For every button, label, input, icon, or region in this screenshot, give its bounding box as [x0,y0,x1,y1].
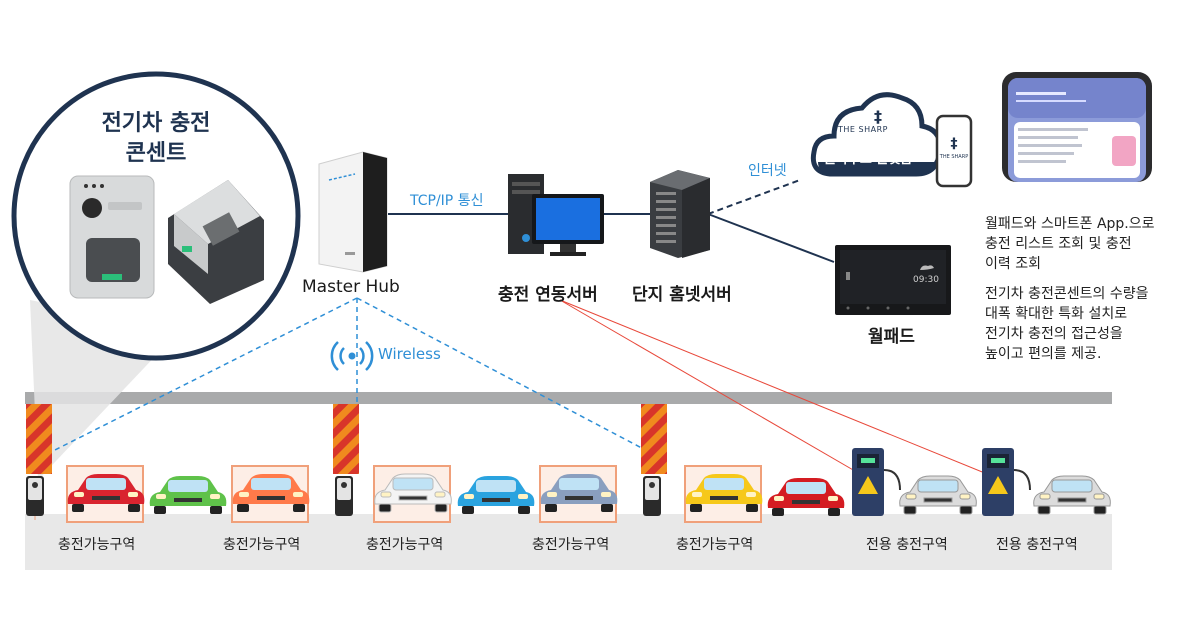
wireless-label: Wireless [378,345,441,363]
side-text-line: 이력 조회 [985,256,1041,272]
wireless-signal-icon [330,341,374,371]
side-text-line: 전기차 충전의 접근성을 [985,326,1123,342]
side-text-line: 대폭 확대한 특화 설치로 [985,306,1128,322]
car-red-sports [767,478,845,516]
zone-label-dedicated: 전용 충전구역 [866,537,948,553]
tcpip-label: TCP/IP 통신 [410,193,484,209]
link-server-label: 충전 연동서버 [498,285,598,305]
pillar-3 [641,404,667,474]
car-silver-2 [1033,475,1111,515]
zone-label: 충전가능구역 [532,537,610,553]
svg-text:THE SHARP: THE SHARP [939,154,968,160]
outlet-angled-icon [168,180,264,304]
callout-title-line1: 전기차 충전 [102,111,211,136]
cloud-label: 클라우드 플랫폼 [824,152,913,167]
wallpad-line [707,213,835,263]
pillar-1 [26,404,52,474]
charging-outlet-3 [643,476,661,516]
side-text-line: 월패드와 스마트폰 App.으로 [985,216,1155,232]
charging-outlet-1 [26,476,44,516]
callout-title-line2: 콘센트 [126,141,187,166]
side-text-app: 월패드와 스마트폰 App.으로 충전 리스트 조회 및 충전 이력 조회 [985,214,1155,274]
wallpad-label: 월패드 [868,327,915,347]
internet-line [707,179,801,215]
wallpad-time: 09:30 [913,275,939,285]
car-blue [457,476,535,514]
side-text-access: 전기차 충전콘센트의 수량을 대폭 확대한 특화 설치로 전기차 충전의 접근성… [985,284,1148,364]
internet-label: 인터넷 [748,163,787,179]
dedicated-charger-1 [852,448,901,516]
app-phone-mockup [1002,72,1152,182]
homenet-server-label: 단지 홈넷서버 [632,285,732,305]
wallpad-device-icon: 09:30 [835,245,951,315]
side-text-line: 전기차 충전콘센트의 수량을 [985,286,1149,302]
smartphone-icon: ‡ THE SHARP [935,114,973,188]
parking-floor [25,514,1112,570]
side-text-line: 충전 리스트 조회 및 충전 [985,236,1132,252]
master-hub-label: Master Hub [302,277,400,297]
svg-text:‡: ‡ [951,136,958,152]
zone-label: 충전가능구역 [58,537,136,553]
socket-callout-circle: 전기차 충전 콘센트 [11,71,301,361]
homenet-server-rack-icon [650,170,710,258]
outlet-front-icon [69,175,155,299]
link-server-pc-icon [508,174,604,256]
ceiling-beam [25,392,1112,404]
zone-label-dedicated: 전용 충전구역 [996,537,1078,553]
side-text-line: 높이고 편의를 제공. [985,346,1102,362]
master-hub-device-icon [318,151,388,273]
charger-link-lines [559,299,998,479]
car-silver-1 [899,475,977,515]
charging-outlet-2 [335,476,353,516]
zone-label: 충전가능구역 [223,537,301,553]
dedicated-charger-2 [982,448,1031,516]
svg-text:‡: ‡ [874,107,882,126]
zone-label: 충전가능구역 [366,537,444,553]
car-green [149,476,227,514]
zone-label: 충전가능구역 [676,537,754,553]
cloud-brand: THE SHARP [838,125,888,134]
pillar-2 [333,404,359,474]
